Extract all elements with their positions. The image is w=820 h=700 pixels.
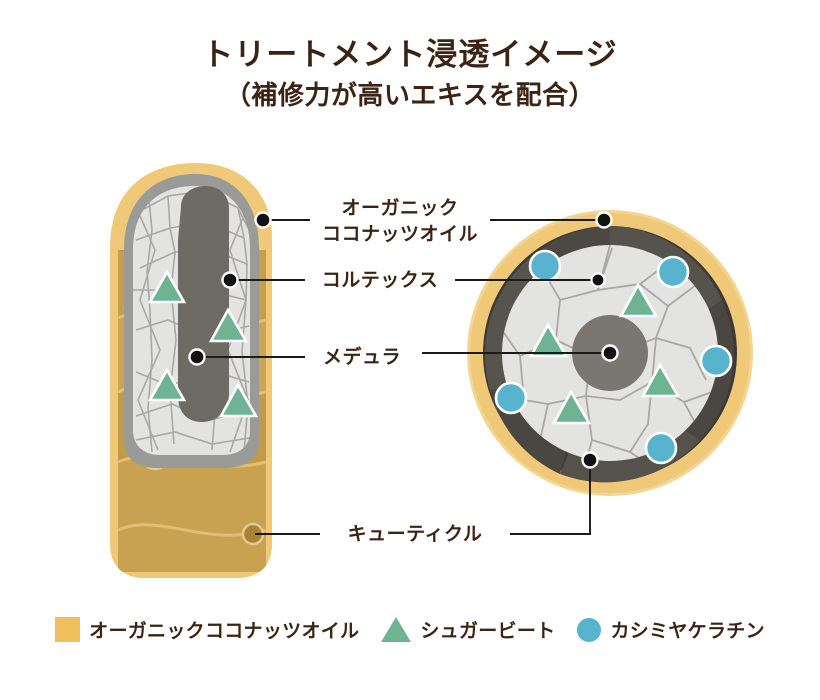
- label-coconut-oil-line1: オーガニック: [341, 198, 459, 219]
- square-swatch-icon: [55, 617, 81, 642]
- leader-dot: [581, 451, 599, 469]
- keratin-circle: [528, 249, 562, 283]
- leader-dot: [221, 271, 239, 289]
- leader-dot: [254, 211, 272, 229]
- left-hair-shaft: [110, 163, 272, 578]
- sugar-beet-triangle: [640, 362, 681, 398]
- legend: オーガニックココナッツオイル シュガービート カシミヤケラチン: [0, 616, 820, 643]
- label-medulla: メデュラ: [322, 347, 401, 368]
- keratin-markers-right: [494, 249, 733, 465]
- sugar-beet-triangle: [551, 389, 592, 425]
- leader-dot: [595, 211, 613, 229]
- sugar-beet-triangle: [147, 367, 187, 402]
- sugar-beet-triangle: [528, 322, 569, 358]
- triangle-swatch-icon: [381, 617, 412, 642]
- leader-dots: [188, 211, 619, 469]
- keratin-circle: [699, 344, 733, 378]
- sugar-beet-markers-right: [528, 282, 681, 425]
- sugar-beet-triangle: [218, 382, 259, 418]
- legend-item-keratin: カシミヤケラチン: [577, 616, 765, 643]
- leader-dot: [590, 272, 606, 288]
- legend-item-sugar-beet: シュガービート: [381, 616, 555, 643]
- leader-dot: [188, 348, 206, 366]
- sugar-beet-markers-left: [147, 269, 259, 418]
- keratin-circle: [656, 255, 690, 289]
- label-coconut-oil-line2: ココナッツオイル: [321, 223, 478, 245]
- keratin-circle: [644, 431, 678, 465]
- medulla-core: [178, 186, 229, 422]
- title-block: トリートメント浸透イメージ （補修力が高いエキスを配合）: [0, 36, 820, 113]
- keratin-circle: [494, 381, 528, 415]
- sugar-beet-triangle: [208, 307, 249, 343]
- label-cortex: コルテックス: [321, 270, 439, 291]
- sugar-beet-triangle: [147, 269, 187, 304]
- label-coconut-oil: オーガニック ココナッツオイル: [300, 196, 500, 247]
- legend-item-coconut-oil: オーガニックココナッツオイル: [55, 616, 359, 643]
- legend-label-sugar-beet: シュガービート: [420, 621, 556, 642]
- page-subtitle: （補修力が高いエキスを配合）: [224, 79, 596, 110]
- legend-label-keratin: カシミヤケラチン: [610, 621, 765, 642]
- legend-label-coconut-oil: オーガニックココナッツオイル: [89, 621, 360, 642]
- page-title: トリートメント浸透イメージ: [202, 37, 618, 72]
- leader-cuticle-right: [510, 460, 591, 535]
- circle-swatch-icon: [577, 617, 602, 642]
- label-cuticle: キューティクル: [347, 524, 483, 545]
- leader-dot: [601, 344, 619, 362]
- sugar-beet-triangle: [618, 282, 659, 318]
